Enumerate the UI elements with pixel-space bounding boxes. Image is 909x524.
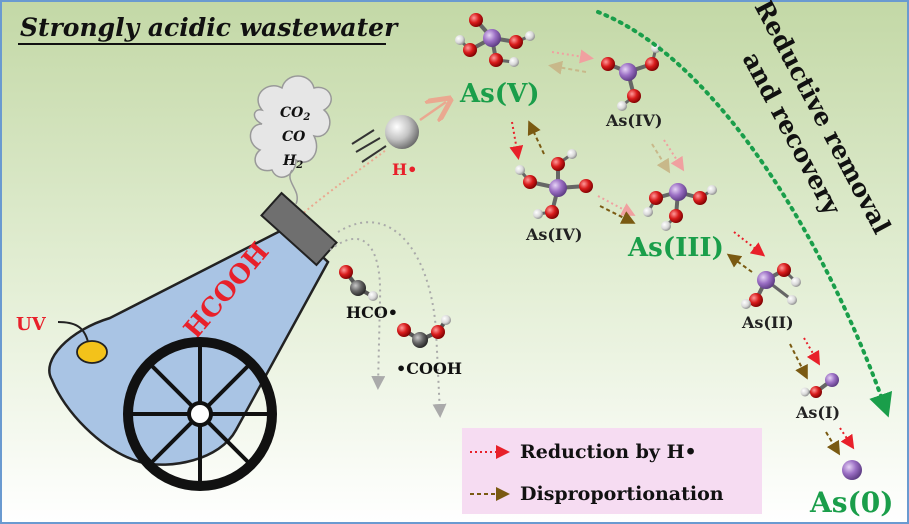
arrow-as1-as0-disproportionation [825, 431, 841, 456]
arrow-as3-as2-reduction [733, 231, 766, 257]
as2-molecule [741, 263, 801, 309]
as5-molecule [455, 13, 535, 67]
legend-disproportionation-label: Disproportionation [520, 483, 724, 505]
cooh-molecule [397, 315, 451, 348]
gas-co2-sub: 2 [302, 112, 310, 123]
legend-reduction-label: Reduction by H• [520, 441, 697, 463]
as4-mid-molecule [515, 149, 593, 219]
as1-label: As(I) [795, 403, 840, 422]
hco-label: HCO• [346, 303, 398, 322]
trajectory-hco [329, 237, 386, 390]
as5-label: As(V) [459, 79, 540, 109]
as0-label: As(0) [809, 486, 893, 519]
arrow-as2-as1-disproportionation [789, 343, 808, 380]
arrow-as2-as3-disproportionation [726, 253, 753, 273]
gas-co: CO [282, 129, 306, 145]
trajectory-cooh [337, 221, 447, 418]
diagram-title: Strongly acidic wastewater [20, 13, 399, 42]
legend: Reduction by H• Disproportionation [462, 428, 762, 514]
h-trail [299, 149, 387, 217]
as4-mid-label: As(IV) [525, 225, 582, 244]
recovery-arc [596, 10, 893, 418]
arrow-as4mid-as5-disproportionation [527, 120, 545, 155]
gas-co2: CO2 [280, 105, 310, 123]
as2-label: As(II) [741, 313, 794, 332]
cannon-wheel [123, 337, 277, 491]
uv-label: UV [16, 314, 47, 335]
as1-molecule [800, 373, 839, 398]
as3-molecule [643, 183, 717, 231]
cooh-label: •COOH [396, 359, 462, 378]
arrow-as4top-as3-b [651, 143, 671, 174]
arrow-as4mid-as3-reduction [597, 195, 636, 216]
h-radical-ball [351, 115, 419, 163]
fuse-cap [76, 340, 108, 364]
h-launch-arrow [419, 102, 446, 120]
gas-h2-sub: 2 [295, 160, 303, 171]
h-radical-label: H• [392, 160, 417, 179]
arrow-as4mid-as3-disproportionation [599, 205, 636, 224]
as3-label: As(III) [627, 233, 724, 263]
arrow-as4top-as3-a [663, 139, 685, 172]
arrow-as4-as5-disproportionation [548, 60, 587, 75]
as4-top-molecule [601, 43, 661, 111]
fuse-wire [57, 321, 89, 343]
arrow-as5-as4-reduction [551, 49, 594, 64]
hco-molecule [339, 265, 378, 301]
arrow-as5-as4mid-reduction [509, 121, 524, 160]
arrow-as1-as0-reduction [839, 427, 855, 450]
smoke-cloud [249, 75, 332, 205]
cannon-muzzle [260, 191, 338, 267]
as0-atom [842, 460, 862, 480]
as4-top-label: As(IV) [605, 111, 662, 130]
